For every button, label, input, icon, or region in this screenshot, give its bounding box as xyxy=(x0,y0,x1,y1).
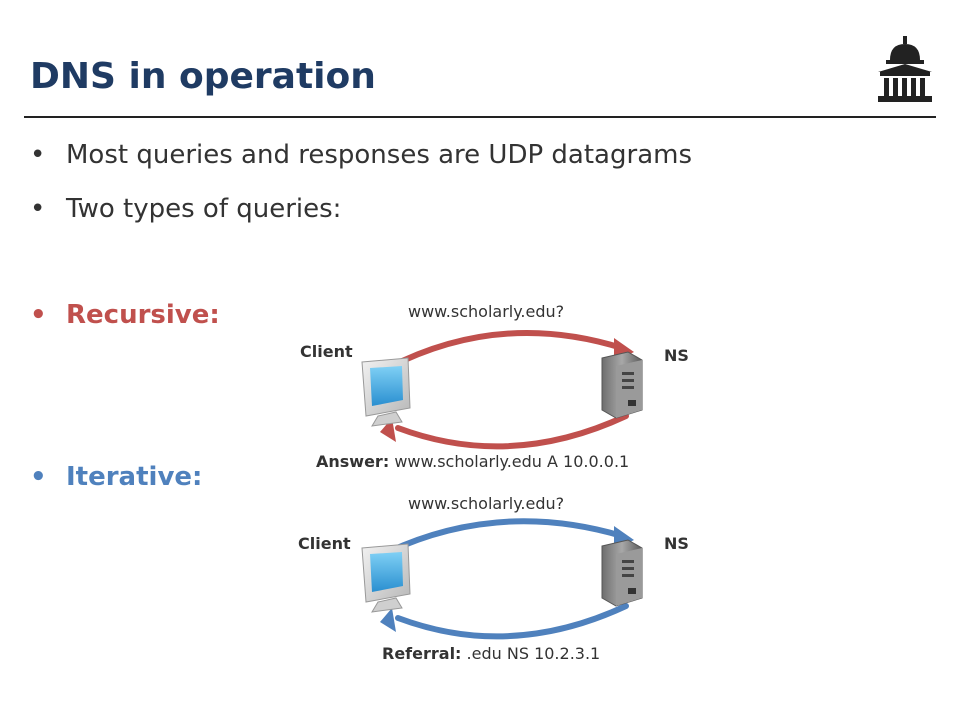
bullet-glyph: • xyxy=(30,462,47,492)
bullet-recursive: • Recursive: xyxy=(30,300,220,330)
iterative-client-label: Client xyxy=(298,534,351,553)
iterative-referral-arrowhead xyxy=(380,608,396,632)
iterative-query-label: www.scholarly.edu? xyxy=(408,494,565,513)
iterative-referral-label: Referral: .edu NS 10.2.3.1 xyxy=(382,644,600,663)
server-tower-icon xyxy=(601,351,643,419)
recursive-answer-arrowhead xyxy=(380,418,396,442)
iterative-server-label: NS xyxy=(664,534,689,553)
server-tower-icon xyxy=(601,539,643,607)
computer-monitor-icon xyxy=(361,357,411,427)
recursive-answer-label: Answer: www.scholarly.edu A 10.0.0.1 xyxy=(316,452,629,471)
bullet-text: Most queries and responses are UDP datag… xyxy=(66,140,692,170)
iterative-referral-arrow xyxy=(395,603,629,640)
bullet-glyph: • xyxy=(30,194,46,224)
bullet-text: Iterative: xyxy=(66,462,203,492)
recursive-client-label: Client xyxy=(300,342,353,361)
bullet-query-types: • Two types of queries: xyxy=(30,194,341,224)
bullet-iterative: • Iterative: xyxy=(30,462,202,492)
bullet-text: Two types of queries: xyxy=(66,194,342,224)
recursive-answer-arrow xyxy=(395,413,629,450)
building-dome-icon xyxy=(878,36,932,102)
referral-prefix: Referral: xyxy=(382,644,462,663)
bullet-udp: • Most queries and responses are UDP data… xyxy=(30,140,692,170)
bullet-glyph: • xyxy=(30,300,47,330)
title-divider xyxy=(24,116,936,118)
recursive-server-label: NS xyxy=(664,346,689,365)
iterative-query-arrow xyxy=(385,518,625,555)
answer-text: www.scholarly.edu A 10.0.0.1 xyxy=(394,452,630,471)
computer-monitor-icon xyxy=(361,543,411,613)
answer-prefix: Answer: xyxy=(316,452,390,471)
recursive-query-label: www.scholarly.edu? xyxy=(408,302,565,321)
bullet-text: Recursive: xyxy=(66,300,220,330)
page-title: DNS in operation xyxy=(30,56,376,97)
referral-text: .edu NS 10.2.3.1 xyxy=(466,644,601,663)
recursive-query-arrow xyxy=(385,330,625,371)
bullet-glyph: • xyxy=(30,140,46,170)
